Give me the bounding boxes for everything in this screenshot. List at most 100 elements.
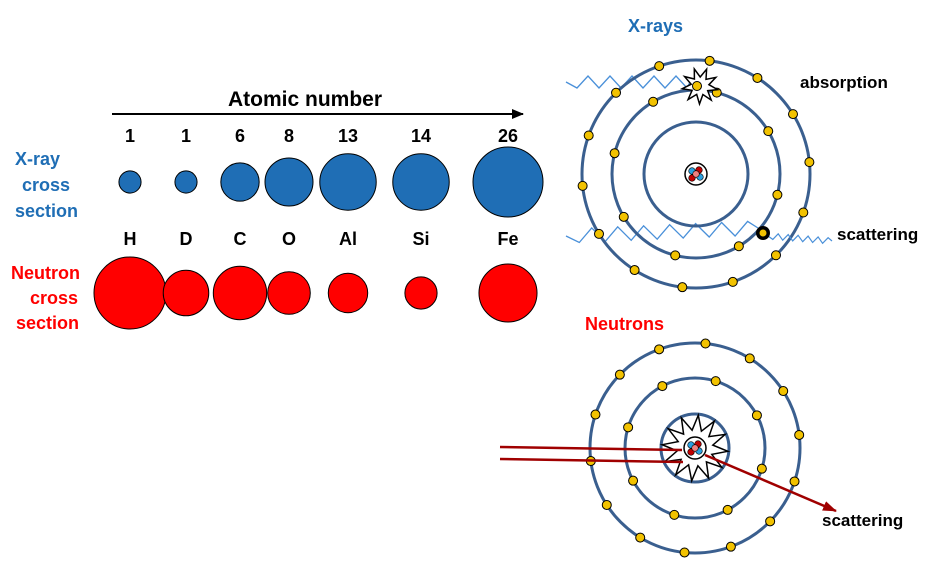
xray-atom-diagram [565, 55, 833, 293]
electron [772, 189, 783, 200]
xray-wave [767, 232, 833, 245]
electron [679, 547, 690, 558]
electron [594, 228, 605, 239]
neutron-label-line: section [16, 313, 79, 333]
element-symbol-label: Si [412, 229, 429, 249]
electron [601, 499, 612, 510]
electron [752, 72, 763, 83]
electron [590, 409, 601, 420]
neutron-cross-section-circle [478, 263, 538, 323]
absorption-label: absorption [800, 73, 888, 92]
electron [648, 96, 659, 107]
electron [804, 157, 815, 168]
electron [614, 369, 625, 380]
element-symbol-labels: H D C O Al Si Fe [124, 229, 519, 249]
electron [751, 410, 762, 421]
xray-cross-section-circles [118, 146, 544, 218]
atomic-number-label: 1 [181, 126, 191, 146]
element-symbol-label: H [124, 229, 137, 249]
electron [770, 250, 781, 261]
neutrons-title: Neutrons [585, 314, 664, 334]
electron [583, 130, 594, 141]
neutron-cross-section-circle [267, 271, 311, 315]
atomic-number-labels: 1 1 6 8 13 14 26 [125, 126, 518, 146]
electron [628, 475, 639, 486]
xray-cross-section-circle [118, 170, 142, 194]
electron [727, 276, 738, 287]
xray-cross-section-circle [174, 170, 198, 194]
atomic-number-label: 26 [498, 126, 518, 146]
electron [722, 504, 733, 515]
xray-wave [565, 75, 691, 90]
xrays-title: X-rays [628, 16, 683, 36]
electron [618, 211, 629, 222]
electron [577, 180, 588, 191]
neutron-cross-section-circle [404, 276, 438, 310]
absorbing-electron [692, 81, 702, 91]
xray-cross-section-circle [392, 153, 450, 211]
neutron-label-line: Neutron [11, 263, 80, 283]
atomic-number-label: 8 [284, 126, 294, 146]
xray-cross-section-circle [472, 146, 544, 218]
electron [677, 282, 688, 293]
axis-title: Atomic number [228, 88, 382, 111]
neutron-label-line: cross [30, 288, 78, 308]
xray-label-line: section [15, 201, 78, 221]
electron [710, 376, 721, 387]
electron [611, 87, 622, 98]
xray-cross-section-circle [264, 157, 314, 207]
scattering-electron-core [759, 229, 767, 237]
element-symbol-label: O [282, 229, 296, 249]
electron [798, 207, 809, 218]
element-symbol-label: D [180, 229, 193, 249]
xray-label-line: cross [22, 175, 70, 195]
electron [789, 476, 800, 487]
atomic-number-label: 14 [411, 126, 431, 146]
electron [635, 532, 646, 543]
electron [787, 109, 798, 120]
element-symbol-label: C [234, 229, 247, 249]
element-symbol-label: Fe [497, 229, 518, 249]
atomic-number-label: 6 [235, 126, 245, 146]
neutron-cross-section-circles [93, 256, 538, 330]
neutron-cross-section-circle [162, 269, 210, 317]
electron [704, 55, 715, 66]
neutron-cross-section-circle [327, 272, 369, 314]
nucleon [691, 444, 699, 452]
electron [733, 241, 744, 252]
neutron-cross-section-label: Neutron cross section [11, 263, 85, 333]
incoming-neutron-beam [499, 457, 684, 464]
element-symbol-label: Al [339, 229, 357, 249]
neutron-cross-section-circle [93, 256, 167, 330]
neutron-scattering-label: scattering [822, 511, 903, 530]
electron [700, 338, 711, 349]
electron [623, 422, 634, 433]
xray-cross-section-label: X-ray cross section [15, 149, 78, 221]
electron [654, 344, 665, 355]
electron [765, 516, 776, 527]
xray-cross-section-circle [319, 153, 377, 211]
atomic-number-label: 1 [125, 126, 135, 146]
electron [725, 541, 736, 552]
electron-orbit [580, 58, 812, 290]
electron [629, 265, 640, 276]
xray-scattering-label: scattering [837, 225, 918, 244]
atomic-number-label: 13 [338, 126, 358, 146]
electron [778, 386, 789, 397]
electron [744, 353, 755, 364]
xray-label-line: X-ray [15, 149, 60, 169]
scattered-neutron-arrow [704, 453, 837, 513]
electron [669, 509, 680, 520]
electron [654, 61, 665, 72]
xray-cross-section-circle [220, 162, 260, 202]
electron-orbit [659, 412, 731, 484]
electron-orbit [642, 120, 750, 228]
electron [670, 250, 681, 261]
neutron-atom-diagram [499, 338, 837, 558]
electron [794, 429, 805, 440]
electron [657, 381, 668, 392]
electron [756, 463, 767, 474]
electron [763, 126, 774, 137]
nucleon [692, 170, 700, 178]
